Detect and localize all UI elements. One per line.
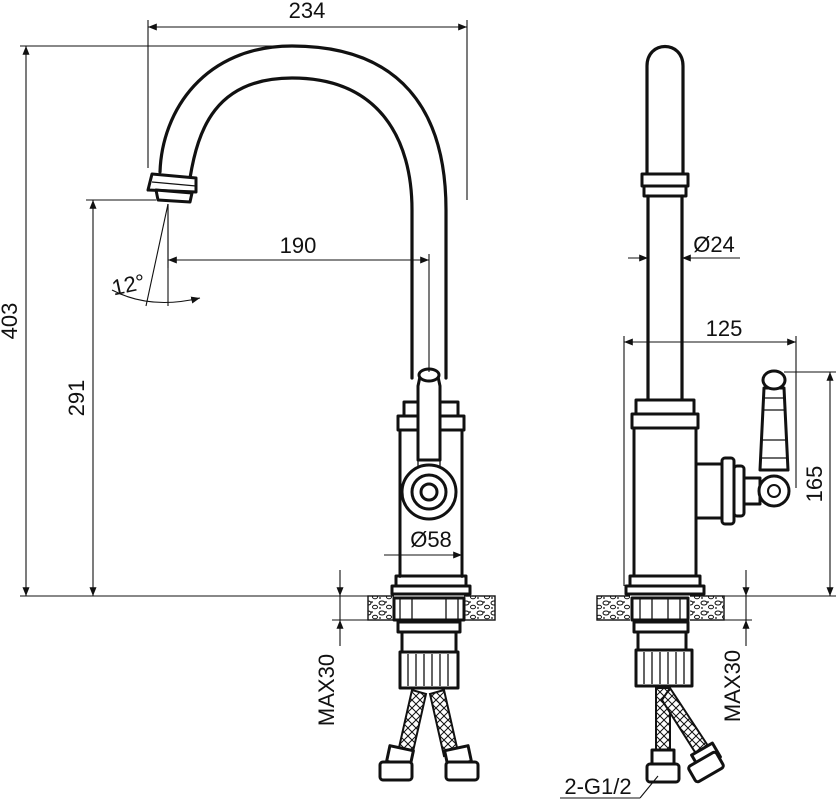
front-view: 234 190 12° 403 291 Ø58 MAX30 — [0, 0, 496, 782]
spout-reach-label: 190 — [280, 233, 317, 258]
supply-connection-label: 2-G1/2 — [564, 774, 631, 799]
front-body — [390, 367, 472, 596]
side-spout — [640, 44, 690, 402]
overall-reach-label: 234 — [289, 0, 326, 23]
overall-height-label: 403 — [0, 303, 22, 340]
max-counter-front-label: MAX30 — [314, 654, 339, 726]
side-view: Ø24 125 165 MAX30 2-G1/2 — [560, 44, 836, 799]
spout-diameter-label: Ø24 — [693, 232, 735, 257]
side-dimensions — [560, 254, 836, 799]
side-hoses — [645, 686, 725, 784]
handle-depth-label: 125 — [706, 316, 743, 341]
front-mounting — [392, 596, 466, 690]
handle-height-label: 165 — [802, 466, 827, 503]
front-spout — [146, 44, 448, 380]
max-counter-side-label: MAX30 — [720, 650, 745, 722]
body-diameter-label: Ø58 — [410, 527, 452, 552]
spout-height-label: 291 — [64, 380, 89, 417]
side-mounting — [630, 596, 694, 688]
side-body — [624, 369, 791, 596]
front-hoses — [378, 688, 480, 782]
front-dimensions — [20, 20, 468, 646]
spout-tilt-label: 12° — [110, 269, 148, 300]
